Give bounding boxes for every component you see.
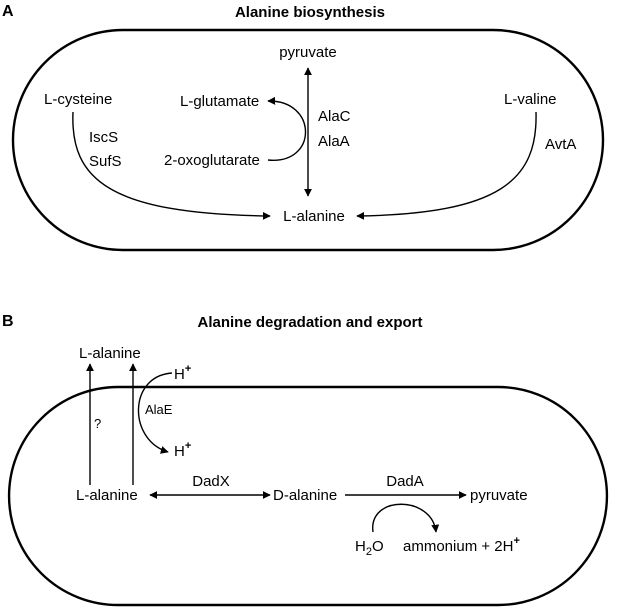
l-alanine-outside-label: L-alanine xyxy=(79,345,141,362)
avta-label: AvtA xyxy=(545,136,576,153)
pyruvate-label-a: pyruvate xyxy=(279,44,337,61)
sufs-label: SufS xyxy=(89,153,122,170)
unknown-exporter-label: ? xyxy=(94,416,101,431)
panel-a: A Alanine biosynthesis pyruvate L-cystei… xyxy=(2,3,605,252)
alaa-label: AlaA xyxy=(318,133,350,150)
alac-label: AlaC xyxy=(318,108,351,125)
cell-outline-b xyxy=(7,385,609,607)
l-cysteine-label: L-cysteine xyxy=(44,91,112,108)
cell-outline-a xyxy=(11,28,605,252)
panel-b-title: Alanine degradation and export xyxy=(197,314,422,331)
h-plus-outside-label: H+ xyxy=(174,363,191,383)
glutamate-cycle-arrow xyxy=(267,96,306,161)
dadx-label: DadX xyxy=(192,473,230,490)
l-alanine-label-a: L-alanine xyxy=(283,208,345,225)
cysteine-to-alanine-arrow xyxy=(72,111,271,220)
panel-b-letter: B xyxy=(2,313,14,330)
panel-a-title: Alanine biosynthesis xyxy=(235,4,385,21)
l-valine-label: L-valine xyxy=(504,91,557,108)
h-plus-inside-label: H+ xyxy=(174,440,191,460)
pyruvate-label-b: pyruvate xyxy=(470,487,528,504)
two-oxoglutarate-label: 2-oxoglutarate xyxy=(164,152,260,169)
valine-to-alanine-arrow xyxy=(356,111,537,220)
d-alanine-label: D-alanine xyxy=(273,487,337,504)
panel-a-letter: A xyxy=(2,3,14,20)
h2o-label: H2O xyxy=(355,538,384,558)
panel-b: B Alanine degradation and export L-alani… xyxy=(2,313,609,607)
proton-symport-arrow xyxy=(137,372,173,454)
l-glutamate-label: L-glutamate xyxy=(180,93,259,110)
h2o-ammonium-arrow xyxy=(372,503,440,533)
ammonium-label: ammonium + 2H+ xyxy=(403,535,520,555)
alae-label: AlaE xyxy=(145,402,173,417)
l-alanine-inside-label: L-alanine xyxy=(76,487,138,504)
dada-label: DadA xyxy=(386,473,424,490)
iscs-label: IscS xyxy=(89,129,118,146)
